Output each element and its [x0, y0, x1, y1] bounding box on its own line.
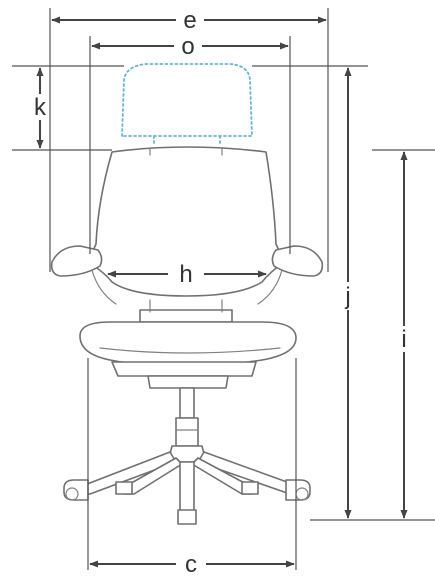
seat-mechanism	[139, 309, 233, 323]
label-i: i	[401, 326, 406, 353]
dimension-e: e	[51, 7, 327, 34]
right-armrest	[257, 245, 324, 305]
label-o: o	[181, 33, 194, 60]
label-h: h	[179, 261, 192, 288]
gas-cylinder	[175, 387, 199, 447]
dimension-c: c	[89, 551, 295, 577]
star-base	[77, 445, 303, 517]
under-seat-control	[111, 361, 257, 377]
casters	[63, 479, 311, 525]
label-c: c	[185, 551, 197, 577]
seat-cushion	[79, 321, 297, 367]
label-j: j	[344, 283, 350, 310]
chair-illustration	[50, 63, 324, 525]
label-e: e	[183, 7, 196, 34]
dimension-k: k	[34, 67, 47, 149]
dimension-o: o	[91, 33, 289, 60]
dimension-i: i	[400, 151, 408, 519]
left-armrest	[50, 245, 117, 305]
extension-lines	[12, 8, 435, 570]
headrest-dotted	[121, 63, 253, 147]
dimension-j: j	[344, 67, 352, 519]
dimension-h: h	[107, 261, 267, 288]
label-k: k	[34, 94, 47, 121]
